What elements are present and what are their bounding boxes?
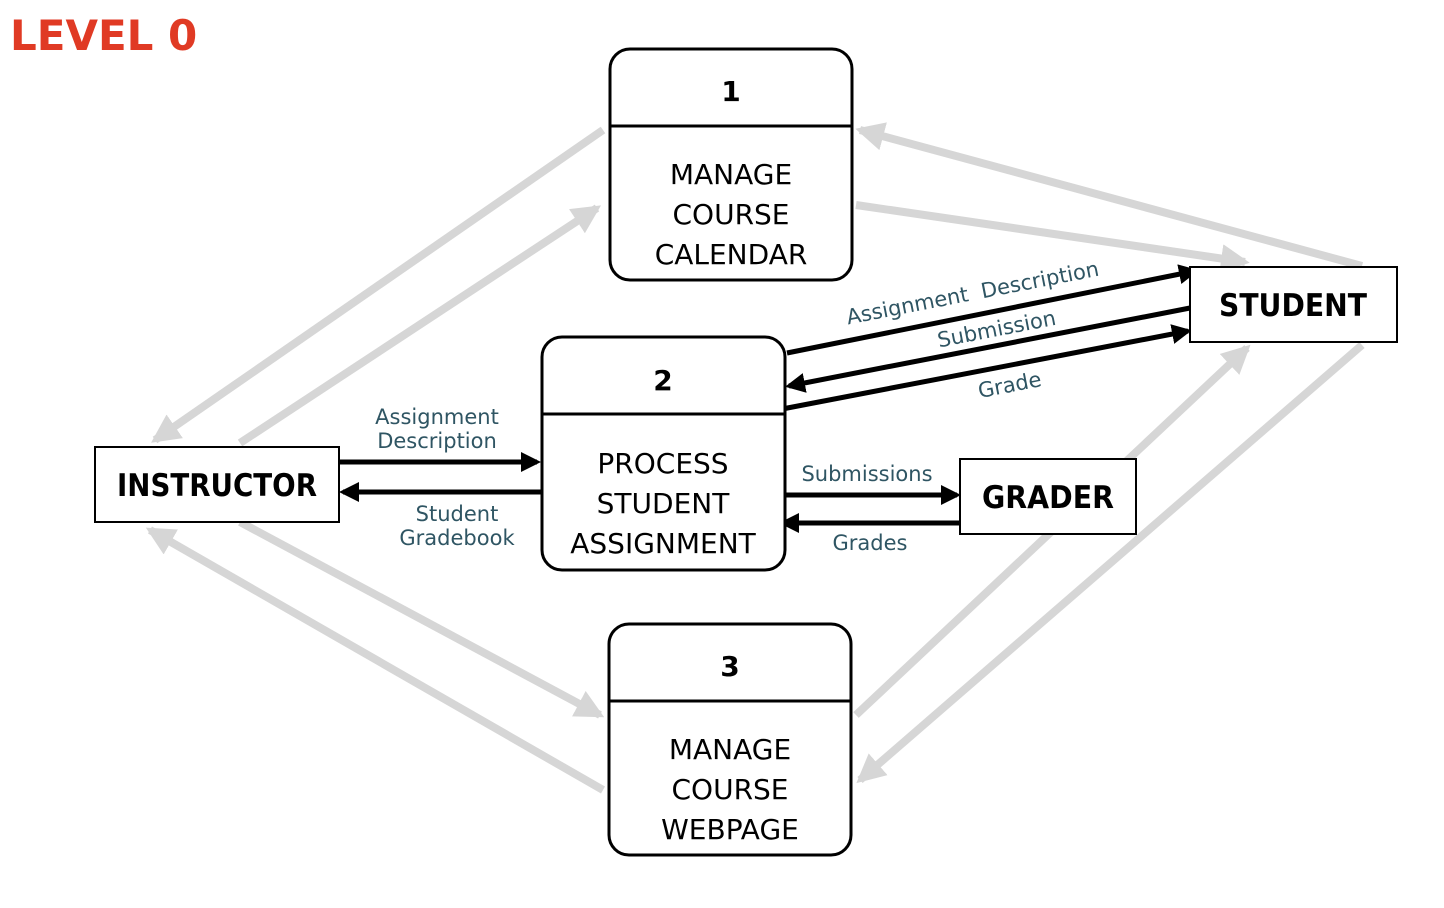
grader-box bbox=[959, 458, 1137, 535]
process-3-name-line: COURSE bbox=[671, 773, 788, 806]
process-2-box bbox=[540, 335, 787, 572]
primary-flows bbox=[339, 264, 1199, 533]
flow-process2-to-student-grade bbox=[776, 324, 1192, 413]
instructor-label: INSTRUCTOR bbox=[117, 468, 317, 504]
process-2-name-line: PROCESS bbox=[597, 447, 728, 480]
process-3-number: 3 bbox=[720, 650, 739, 683]
process-1-name-line: COURSE bbox=[672, 198, 789, 231]
entity-student: STUDENT bbox=[1189, 266, 1398, 343]
flow-process3-to-instructor bbox=[145, 526, 605, 794]
process-1: 1 MANAGE COURSE CALENDAR bbox=[608, 47, 854, 282]
flow-label-submissions: Submissions bbox=[801, 462, 932, 486]
flow-instructor-to-process1 bbox=[237, 204, 602, 447]
flow-label-assignment-description: Assignment bbox=[375, 405, 499, 429]
instructor-box bbox=[94, 446, 340, 523]
process-1-name-line: CALENDAR bbox=[655, 238, 808, 271]
flow-label-student-gradebook: Student bbox=[416, 502, 499, 526]
flow-process2-to-student-description bbox=[786, 264, 1199, 356]
flow-label-student-gradebook: Gradebook bbox=[399, 526, 515, 550]
process-3-name-line: MANAGE bbox=[669, 733, 791, 766]
grader-label: GRADER bbox=[982, 480, 1114, 516]
entity-instructor: INSTRUCTOR bbox=[94, 446, 340, 523]
entity-grader: GRADER bbox=[959, 458, 1137, 535]
flow-student-to-process3 bbox=[856, 341, 1365, 784]
process-1-number: 1 bbox=[721, 75, 740, 108]
flow-student-to-process1 bbox=[855, 122, 1364, 270]
process-3-box bbox=[607, 622, 853, 857]
process-2-number: 2 bbox=[653, 364, 672, 397]
process-3: 3 MANAGE COURSE WEBPAGE bbox=[607, 622, 853, 857]
flow-instructor-to-process3 bbox=[238, 518, 605, 719]
process-1-box bbox=[608, 47, 854, 282]
process-1-name-line: MANAGE bbox=[670, 158, 792, 191]
flow-label-assignment-description: Description bbox=[377, 429, 497, 453]
process-2: 2 PROCESS STUDENT ASSIGNMENT bbox=[540, 335, 787, 572]
flow-label-grade: Grade bbox=[976, 367, 1043, 403]
process-2-name-line: STUDENT bbox=[597, 487, 731, 520]
student-box bbox=[1189, 266, 1398, 343]
flow-process1-to-student bbox=[855, 201, 1250, 273]
process-3-name-line: WEBPAGE bbox=[661, 813, 799, 846]
diagram-title: LEVEL 0 bbox=[10, 11, 197, 60]
flow-student-to-process2-submission bbox=[785, 305, 1191, 393]
student-label: STUDENT bbox=[1219, 288, 1367, 324]
flow-label-assignment-description-to-student: Assignment Description bbox=[844, 257, 1100, 330]
process-2-name-line: ASSIGNMENT bbox=[570, 527, 756, 560]
flow-label-grades: Grades bbox=[833, 531, 908, 555]
flow-process1-to-instructor bbox=[151, 126, 606, 444]
